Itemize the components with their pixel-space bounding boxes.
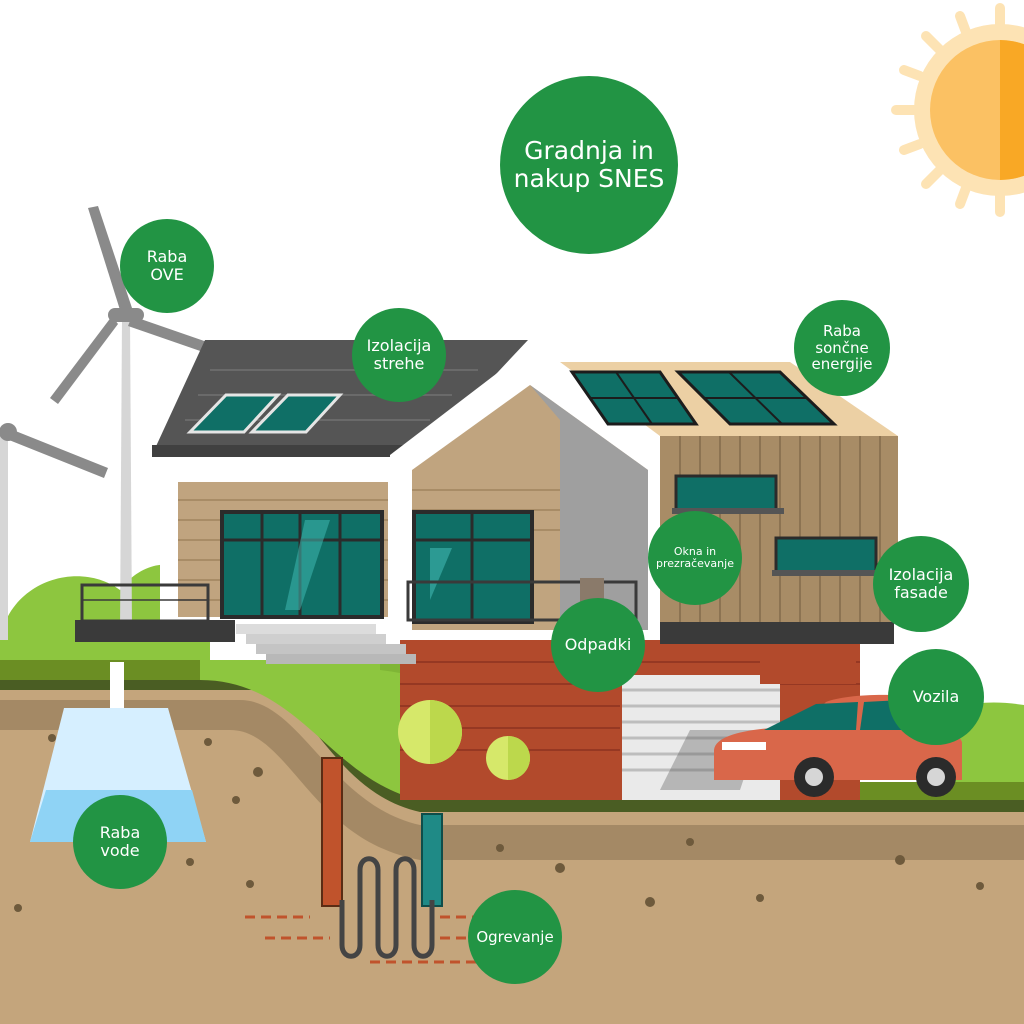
topic-circle-soncna-energija[interactable]: Raba sončne energije: [794, 300, 890, 396]
topic-label-odpadki: Odpadki: [564, 635, 632, 655]
topic-label-izolacija-fasade: Izolacija fasade: [888, 565, 954, 602]
topic-label-izolacija-strehe: Izolacija strehe: [366, 336, 432, 373]
main-topic-circle[interactable]: Gradnja in nakup SNES: [500, 76, 678, 254]
topic-circle-izolacija-strehe[interactable]: Izolacija strehe: [352, 308, 446, 402]
topic-circle-ove[interactable]: Raba OVE: [120, 219, 214, 313]
main-topic-label: Gradnja in nakup SNES: [513, 136, 665, 193]
topic-label-voda: Raba vode: [99, 823, 141, 860]
topic-label-ogrevanje: Ogrevanje: [476, 927, 554, 946]
topic-label-okna: Okna in prezračevanje: [656, 544, 734, 570]
topic-circle-vozila[interactable]: Vozila: [888, 649, 984, 745]
wind-turbine-icon: [0, 206, 236, 640]
bush-icon: [398, 700, 530, 780]
topic-label-soncna-energija: Raba sončne energije: [811, 321, 873, 374]
house-icon: [75, 340, 898, 800]
topic-circle-ogrevanje[interactable]: Ogrevanje: [468, 890, 562, 984]
sun-icon: [891, 3, 1024, 217]
topic-label-vozila: Vozila: [912, 687, 960, 707]
topic-circle-odpadki[interactable]: Odpadki: [551, 598, 645, 692]
solar-panel-icon: [569, 370, 838, 426]
heat-pump-pipe-icon: [245, 757, 478, 964]
topic-label-ove: Raba OVE: [146, 247, 188, 284]
topic-circle-okna[interactable]: Okna in prezračevanje: [648, 511, 742, 605]
topic-circle-izolacija-fasade[interactable]: Izolacija fasade: [873, 536, 969, 632]
topic-circle-voda[interactable]: Raba vode: [73, 795, 167, 889]
